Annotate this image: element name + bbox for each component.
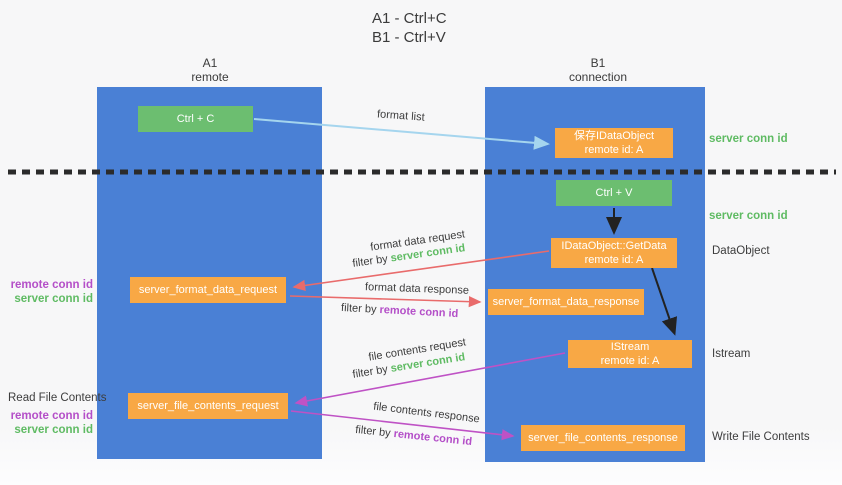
node-save-idataobject: 保存IDataObject remote id: A [555, 128, 673, 158]
title-line-2: B1 - Ctrl+V [372, 29, 446, 46]
side-label-dataobject: DataObject [712, 245, 770, 257]
filter-by-text: filter by [354, 423, 392, 440]
edge-label-format-list: format list [376, 108, 426, 124]
remote-conn-id-text: remote conn id [393, 427, 473, 449]
lane-header-a1: A1 remote [160, 56, 260, 84]
lane-a1-title: A1 [202, 56, 218, 70]
node-save-idataobject-line2: remote id: A [584, 144, 644, 156]
side-label-remote-conn-id-bottom: remote conn id [10, 410, 93, 422]
side-label-write-file-contents: Write File Contents [712, 431, 810, 443]
side-label-remote-conn-id-mid: remote conn id [10, 279, 93, 291]
side-label-server-conn-id-mid: server conn id [709, 210, 788, 222]
filter-by-text: filter by [351, 363, 389, 381]
node-idataobject-getdata: IDataObject::GetData remote id: A [551, 238, 677, 268]
node-server-format-data-response-label: server_format_data_response [492, 296, 640, 308]
node-ctrl-v: Ctrl + V [556, 180, 672, 206]
filter-by-text: filter by [340, 301, 377, 316]
diagram-title: A1 - Ctrl+C B1 - Ctrl+V [372, 9, 447, 47]
node-server-format-data-request-label: server_format_data_request [138, 284, 278, 296]
node-istream-line2: remote id: A [600, 355, 660, 367]
node-server-file-contents-response-label: server_file_contents_response [528, 432, 678, 444]
node-ctrl-c: Ctrl + C [138, 106, 253, 132]
node-idataobject-getdata-line2: remote id: A [584, 254, 644, 266]
side-label-read-file-contents: Read File Contents [8, 392, 107, 404]
edge-label-filter-by-remote-conn-id-mid: filter by remote conn id [341, 302, 459, 320]
edge-label-format-data-response: format data response [364, 281, 470, 297]
node-idataobject-getdata-line1: IDataObject::GetData [561, 240, 667, 252]
node-save-idataobject-line1: 保存IDataObject [573, 130, 655, 142]
node-server-format-data-response: server_format_data_response [488, 289, 644, 315]
node-istream: IStream remote id: A [568, 340, 692, 368]
edge-label-file-contents-response: file contents response [372, 400, 481, 426]
node-ctrl-v-label: Ctrl + V [595, 187, 633, 199]
remote-conn-id-text: remote conn id [379, 303, 459, 321]
title-line-1: A1 - Ctrl+C [372, 10, 447, 27]
lane-b1-title: B1 [590, 56, 606, 70]
node-ctrl-c-label: Ctrl + C [176, 113, 215, 125]
side-label-server-conn-id-left-mid: server conn id [14, 293, 93, 305]
lane-b1-subtitle: connection [568, 70, 628, 84]
node-istream-line1: IStream [610, 341, 650, 353]
filter-by-text: filter by [351, 253, 389, 270]
node-server-file-contents-request-label: server_file_contents_request [137, 400, 279, 412]
side-label-server-conn-id-top: server conn id [709, 133, 788, 145]
node-server-file-contents-request: server_file_contents_request [128, 393, 288, 419]
lane-a1-subtitle: remote [191, 70, 229, 84]
side-label-istream: Istream [712, 348, 751, 360]
node-server-format-data-request: server_format_data_request [130, 277, 286, 303]
node-server-file-contents-response: server_file_contents_response [521, 425, 685, 451]
side-label-server-conn-id-left-bottom: server conn id [14, 424, 93, 436]
edge-label-filter-by-remote-conn-id-bottom: filter by remote conn id [355, 424, 473, 448]
lane-header-b1: B1 connection [545, 56, 651, 84]
